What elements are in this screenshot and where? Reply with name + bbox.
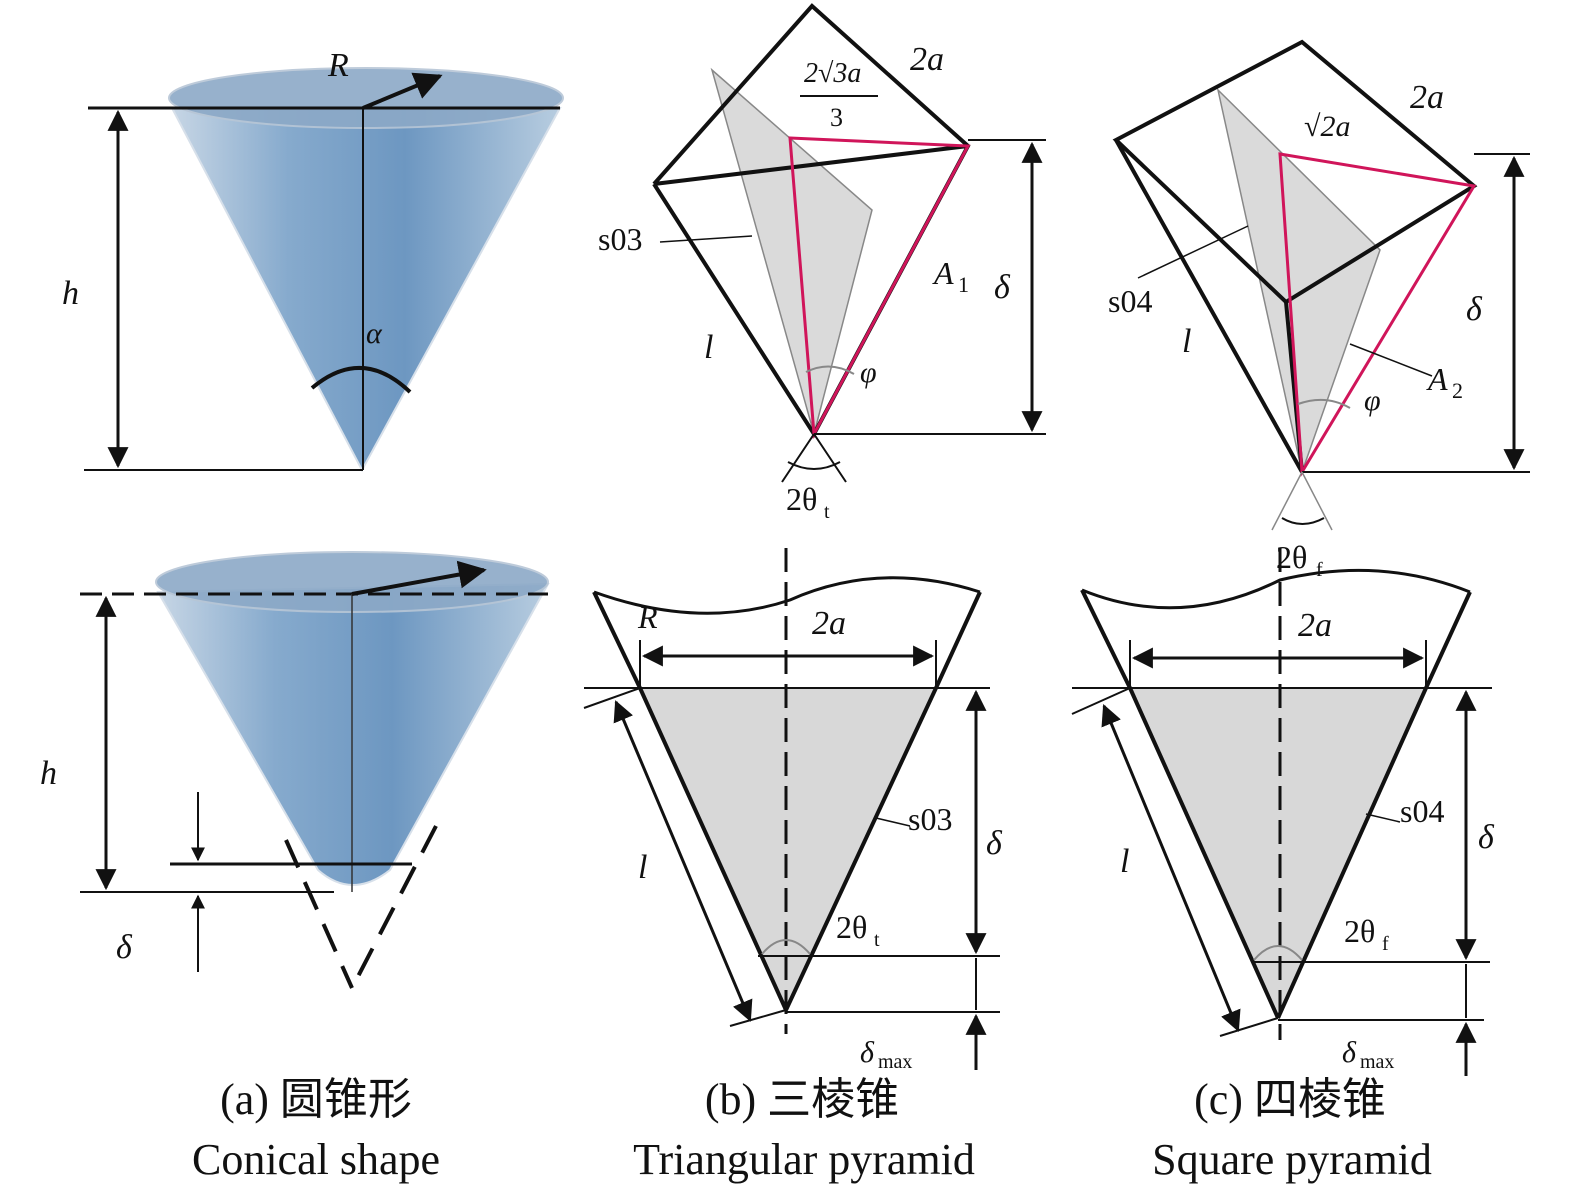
edge-2a-label-b-bottom: 2a — [812, 605, 846, 642]
phi-label-b: φ — [860, 356, 877, 389]
s03-label-top: s03 — [598, 221, 642, 257]
two-theta-t-label: 2θ — [786, 481, 817, 517]
caption-b-cn: (b) 三棱锥 — [705, 1075, 899, 1124]
l-label-c-top: l — [1182, 323, 1191, 360]
a2-subscript: 2 — [1452, 378, 1463, 403]
cone-bottom: h δ — [40, 551, 550, 989]
delta-label-a: δ — [116, 929, 133, 966]
caption-a-cn: (a) 圆锥形 — [220, 1075, 412, 1124]
circumradius-numerator: 2√3a — [804, 58, 861, 89]
a2-label: A — [1426, 361, 1448, 397]
s04-label-bottom: s04 — [1400, 793, 1444, 829]
captions: (a) 圆锥形 Conical shape (b) 三棱锥 Triangular… — [192, 1075, 1432, 1184]
circumradius-denominator: 3 — [830, 103, 843, 132]
two-theta-t-sub: t — [824, 501, 830, 523]
l-label-c-bottom: l — [1120, 843, 1129, 880]
two-theta-t-label-bottom: 2θ — [836, 909, 867, 945]
height-label: h — [62, 275, 79, 312]
delta-max-label-c: δ — [1342, 1036, 1357, 1069]
triangular-pyramid-top: 2a 2√3a 3 s03 A 1 δ l φ 2θ t — [598, 3, 1046, 523]
s03-label-bottom: s03 — [908, 801, 952, 837]
two-theta-t-sub-bottom: t — [874, 929, 880, 951]
square-section: 2a s04 δ l 2θ f δ max — [1071, 548, 1495, 1076]
delta-max-label-b: δ — [860, 1036, 875, 1069]
s04-label-top: s04 — [1108, 283, 1152, 319]
delta-max-sub-c: max — [1360, 1051, 1394, 1073]
caption-c-cn: (c) 四棱锥 — [1194, 1075, 1386, 1124]
caption-a-en: Conical shape — [192, 1135, 440, 1184]
l-label-b-bottom: l — [638, 849, 647, 886]
edge-2a-label-c: 2a — [1410, 79, 1444, 116]
phi-label-c: φ — [1364, 384, 1381, 417]
a1-label: A — [932, 255, 954, 291]
cone-top: R h α — [62, 47, 564, 473]
triangular-section: R 2a s03 δ l 2θ t δ max — [583, 548, 1003, 1073]
delta-label-c-bottom: δ — [1478, 819, 1495, 856]
edge-2a-label-c-bottom: 2a — [1298, 607, 1332, 644]
square-pyramid-top: 2a √2a s04 l δ A 2 φ 2θ f — [1108, 39, 1530, 581]
caption-c-en: Square pyramid — [1152, 1135, 1432, 1184]
edge-2a-label-b: 2a — [910, 41, 944, 78]
two-theta-f-label-bottom: 2θ — [1344, 913, 1375, 949]
alpha-label: α — [366, 317, 383, 350]
delta-label-c-top: δ — [1466, 291, 1483, 328]
height-label-2: h — [40, 755, 57, 792]
r-label-b: R — [637, 599, 658, 635]
caption-b-en: Triangular pyramid — [633, 1135, 975, 1184]
a1-subscript: 1 — [958, 272, 969, 297]
delta-label-b-top: δ — [994, 269, 1011, 306]
two-theta-f-sub-bottom: f — [1382, 933, 1389, 955]
half-diagonal-label: √2a — [1304, 110, 1350, 143]
radius-label: R — [327, 47, 349, 84]
delta-label-b-bottom: δ — [986, 825, 1003, 862]
two-theta-f-sub: f — [1316, 559, 1323, 581]
delta-max-sub-b: max — [878, 1051, 912, 1073]
l-label-b-top: l — [704, 329, 713, 366]
